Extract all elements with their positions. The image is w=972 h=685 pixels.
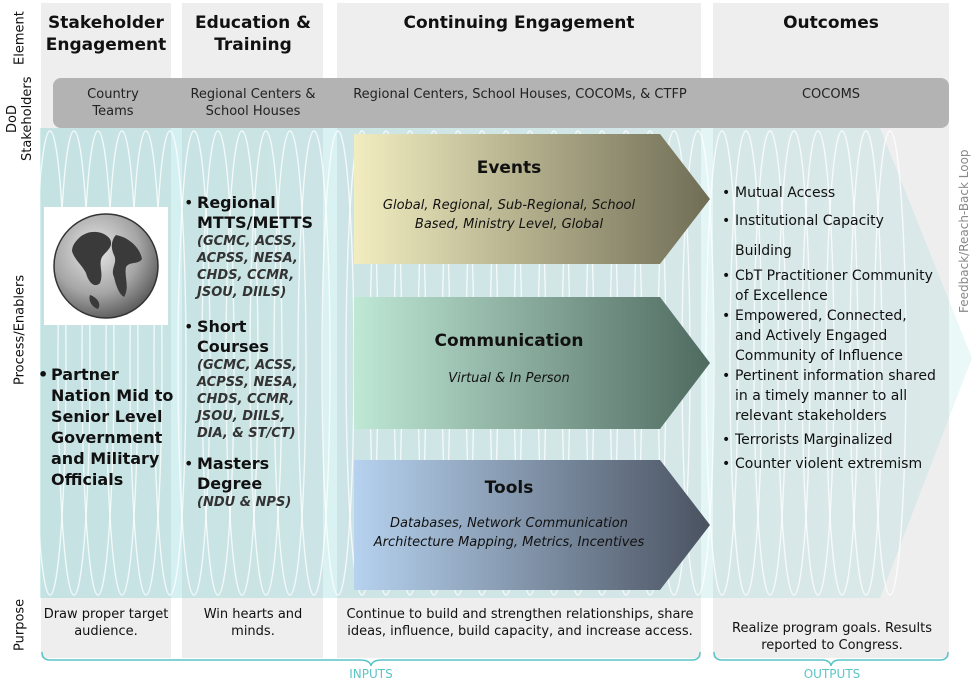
education-item: Masters Degree (NDU & NPS) [184,454,320,511]
row-label-stakeholders: DoD Stakeholders [5,76,35,162]
events-subtitle: Global, Regional, Sub-Regional, School B… [382,198,636,232]
tools-arrow: Tools Databases, Network Communication A… [354,460,710,590]
purpose-col2: Win hearts and minds. [203,607,303,639]
education-item-sub: (GCMC, ACSS, ACPSS, NESA, CHDS, CCMR, JS… [197,234,298,300]
stakeholder-col1: Country Teams [87,87,139,119]
outcome-item: Counter violent extremism [722,454,936,474]
outcome-item: Empowered, Connected, and Actively Engag… [722,306,936,366]
purpose-col4: Realize program goals. Results reported … [732,621,932,653]
outputs-label: OUTPUTS [803,667,861,681]
communication-subtitle: Virtual & In Person [448,371,570,386]
partner-nation-list: Partner Nation Mid to Senior Level Gover… [38,364,174,490]
stakeholder-col4: COCOMS [801,87,861,102]
header-stakeholder-engagement: Stakeholder Engagement [45,13,167,55]
header-continuing-engagement: Continuing Engagement [403,13,635,33]
inputs-bracket [41,652,701,666]
feedback-loop-label: Feedback/Reach-Back Loop [957,149,971,313]
outcome-item: CbT Practitioner Community of Excellence [722,266,936,306]
row-label-process: Process/Enablers [12,274,28,386]
tools-title: Tools [484,478,534,498]
partner-nation-item: Partner Nation Mid to Senior Level Gover… [38,364,174,490]
education-item-title: Masters Degree [197,454,270,493]
education-item-sub: (NDU & NPS) [197,495,292,510]
education-item-title: Regional MTTS/METTS [197,193,314,232]
stakeholder-col2: Regional Centers & School Houses [190,87,316,119]
events-arrow: Events Global, Regional, Sub-Regional, S… [354,134,710,264]
globe-image [44,207,168,325]
education-list: Regional MTTS/METTS (GCMC, ACSS, ACPSS, … [184,193,320,511]
header-education-training: Education & Training [195,13,311,55]
purpose-col3: Continue to build and strengthen relatio… [346,607,694,639]
communication-title: Communication [434,331,584,351]
education-item-sub: (GCMC, ACSS, ACPSS, NESA, CHDS, CCMR, JS… [197,358,298,441]
outcome-item: Institutional Capacity Building [722,206,936,266]
tools-subtitle: Databases, Network Communication Archite… [373,516,645,550]
stakeholder-band [53,78,949,128]
education-item-title: Short Courses [197,317,269,356]
outcome-item: Terrorists Marginalized [722,430,936,450]
inputs-label: INPUTS [349,667,393,681]
outcome-item: Pertinent information shared in a timely… [722,366,936,426]
education-item: Short Courses (GCMC, ACSS, ACPSS, NESA, … [184,317,320,442]
globe-icon [53,213,159,319]
row-label-element: Element [12,11,28,65]
header-outcomes: Outcomes [783,13,879,33]
outcome-item: Mutual Access [722,183,936,203]
events-title: Events [476,158,542,178]
stakeholder-col3: Regional Centers, School Houses, COCOMs,… [353,87,687,102]
purpose-col1: Draw proper target audience. [43,607,169,639]
education-item: Regional MTTS/METTS (GCMC, ACSS, ACPSS, … [184,193,320,301]
outcomes-list: Mutual Access Institutional Capacity Bui… [722,183,936,474]
communication-arrow: Communication Virtual & In Person [354,297,710,429]
row-label-purpose: Purpose [12,598,28,652]
outputs-bracket [713,652,949,666]
